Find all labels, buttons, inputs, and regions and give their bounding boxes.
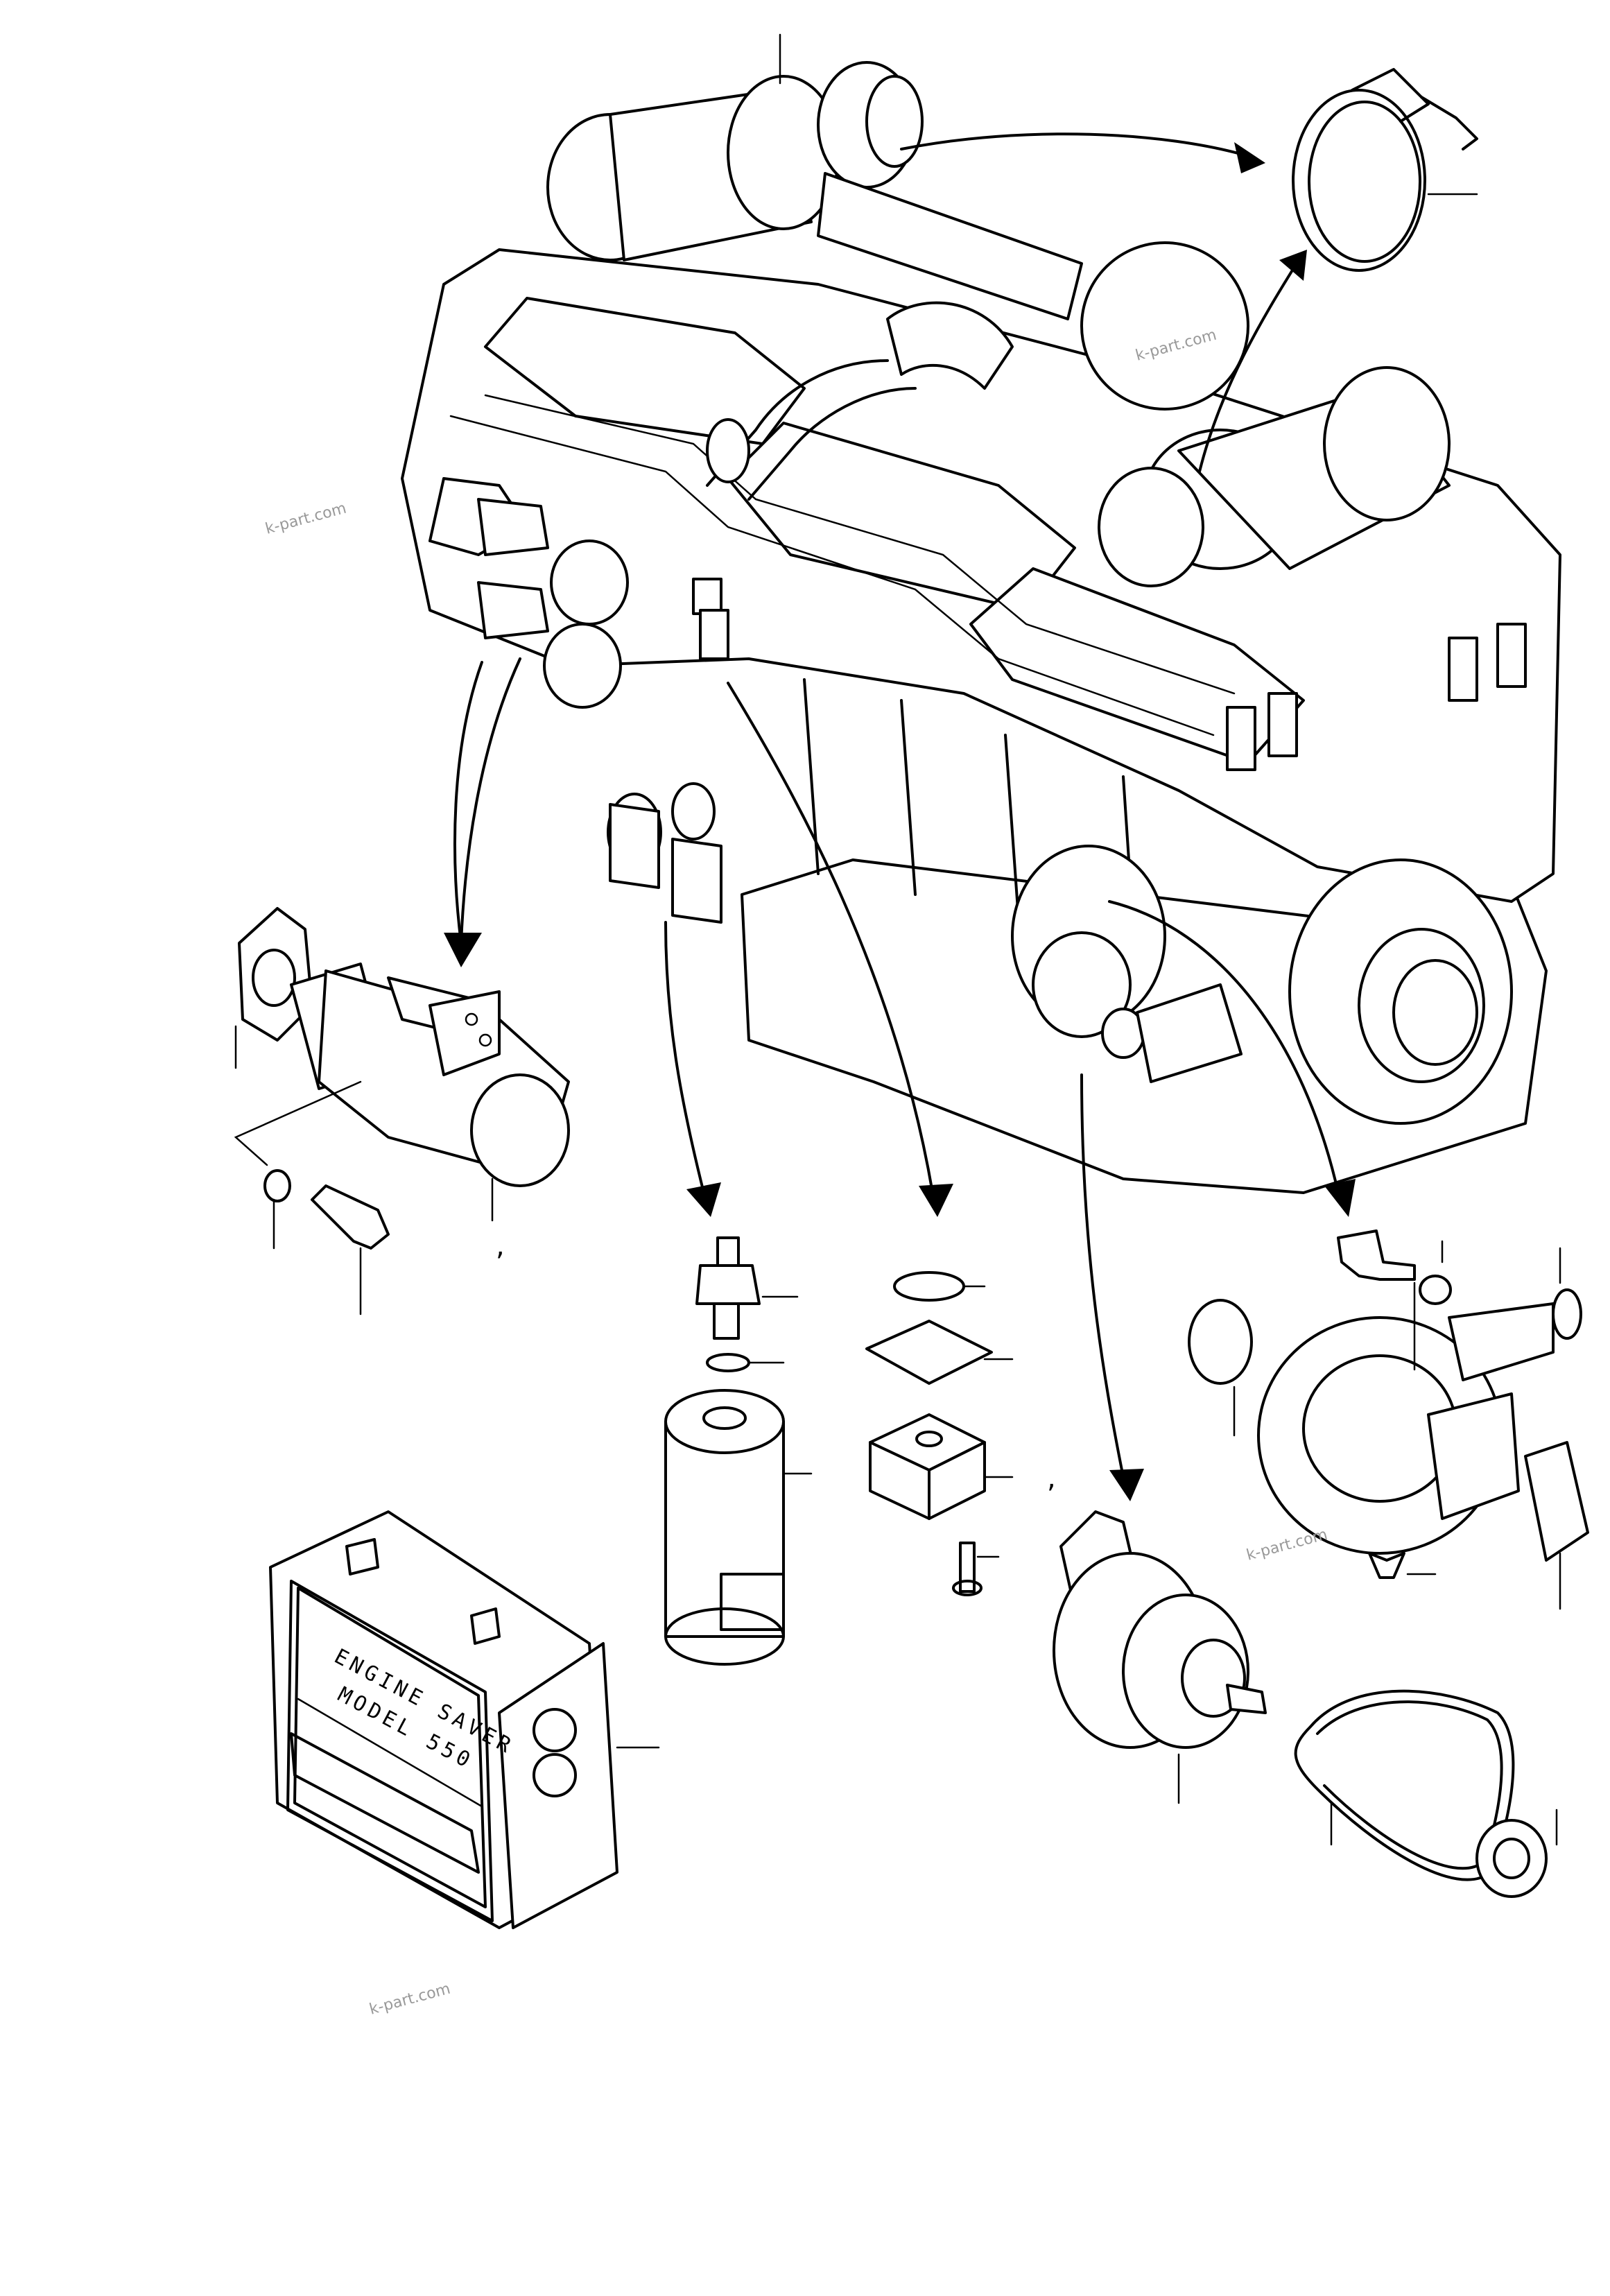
watermark-left: k-part.com <box>263 500 348 538</box>
engine-assembly <box>401 33 1561 1194</box>
water-pump <box>1188 1229 1589 1610</box>
callout-arrows <box>444 132 1356 1501</box>
stray-mark-2: , <box>1047 1462 1056 1494</box>
turbocharger-left <box>546 61 1083 320</box>
hose-clamp <box>1292 68 1478 272</box>
stray-mark-1: , <box>496 1230 505 1262</box>
solenoid-valve <box>865 1271 1014 1596</box>
watermark-bottom: k-part.com <box>367 1980 452 2019</box>
turbocharger-right <box>1080 241 1451 587</box>
engine-saver-unit: ENGINE SAVER MODEL 550 <box>269 1510 660 1929</box>
alternator <box>1053 1510 1558 1898</box>
watermark-right: k-part.com <box>1245 1526 1329 1564</box>
pressure-sender-and-filter <box>664 1236 813 1666</box>
starter-motor <box>234 907 570 1315</box>
